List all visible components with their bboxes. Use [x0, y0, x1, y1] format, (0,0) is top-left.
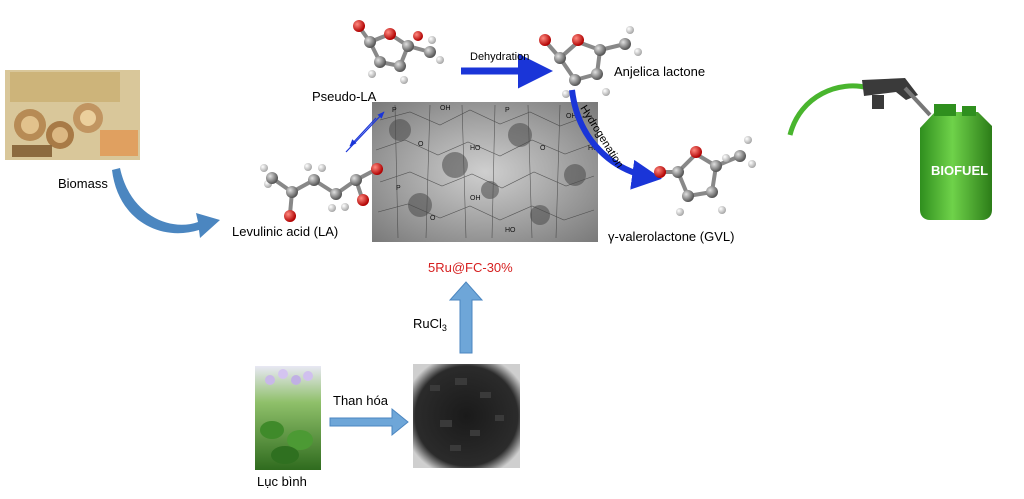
catalyst-symbol: O — [540, 145, 546, 152]
catalyst-symbol: O — [418, 141, 424, 148]
biomass-label: Biomass — [58, 176, 108, 191]
carbonization-arrow — [329, 407, 409, 437]
water-hyacinth-label: Lục bình — [257, 474, 307, 489]
biomass-to-la-arrow — [112, 168, 220, 238]
levulinic-acid-label: Levulinic acid (LA) — [232, 224, 338, 239]
catalyst-symbol: HO — [588, 145, 599, 152]
catalyst-symbol: P — [392, 107, 397, 114]
biomass-photo — [5, 70, 140, 160]
biofuel-label: BIOFUEL — [931, 163, 988, 178]
pseudo-la-label: Pseudo-LA — [312, 89, 377, 104]
jerrycan-icon — [920, 104, 992, 220]
pseudo-to-la-arrow — [349, 117, 377, 147]
catalyst-structure-image: P O OH HO P O OH HO P O OH HO — [372, 102, 599, 242]
charcoal-photo — [413, 364, 520, 468]
rucl3-arrow — [448, 281, 484, 354]
anjelica-lactone-molecule — [539, 26, 642, 98]
catalyst-symbol: P — [505, 107, 510, 114]
catalyst-symbol: P — [396, 185, 401, 192]
catalyst-symbol: OH — [470, 195, 481, 202]
carbonization-label: Than hóa — [333, 393, 389, 408]
rucl3-label: RuCl3 — [413, 316, 447, 333]
gvl-label: γ-valerolactone (GVL) — [608, 229, 734, 244]
fuel-nozzle-icon — [787, 78, 932, 136]
pseudo-la-molecule — [353, 20, 444, 84]
catalyst-label: 5Ru@FC-30% — [428, 260, 513, 275]
hydrogenation-arrow — [569, 89, 662, 190]
catalyst-symbol: HO — [470, 145, 481, 152]
water-hyacinth-photo — [255, 366, 321, 470]
catalyst-symbol: OH — [566, 113, 577, 120]
gvl-molecule — [654, 136, 756, 216]
catalyst-symbol: OH — [440, 105, 451, 112]
levulinic-acid-molecule — [260, 163, 383, 222]
catalyst-symbol: HO — [505, 227, 516, 234]
catalyst-symbol: O — [430, 215, 436, 222]
anjelica-lactone-label: Anjelica lactone — [614, 64, 705, 79]
dehydration-label: Dehydration — [470, 51, 529, 63]
